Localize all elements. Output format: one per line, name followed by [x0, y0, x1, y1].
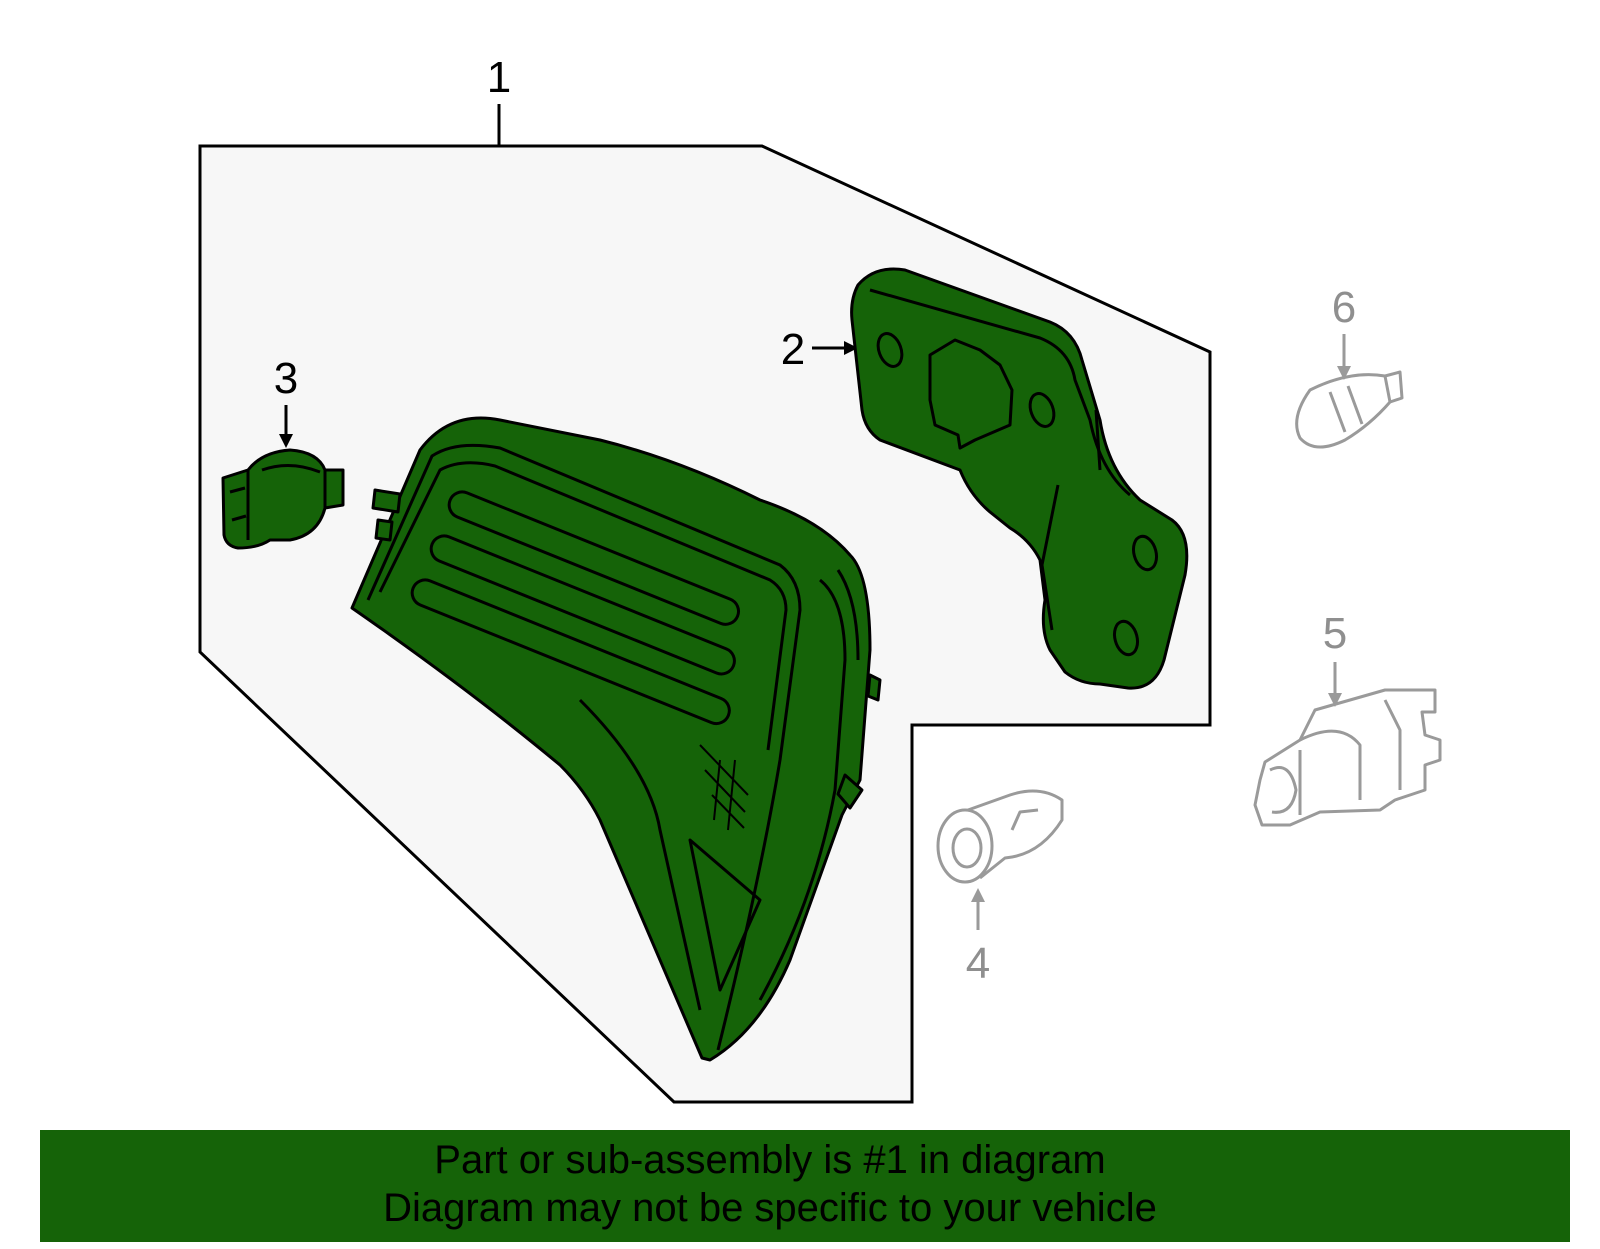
- callout-5: 5: [1323, 609, 1347, 658]
- callout-2: 2: [781, 325, 805, 374]
- wedge-bulb[interactable]: [1295, 370, 1404, 449]
- callout-2-arrow: [812, 341, 858, 355]
- callout-6-arrow: [1337, 334, 1351, 380]
- callout-4: 4: [966, 939, 990, 988]
- banner-line-part-note: Part or sub-assembly is #1 in diagram: [434, 1138, 1106, 1182]
- callout-3-arrow: [279, 405, 293, 448]
- callout-1: 1: [487, 53, 511, 102]
- tail-lamp-assembly[interactable]: [350, 416, 882, 1062]
- callout-3: 3: [274, 354, 298, 403]
- callout-6: 6: [1332, 283, 1356, 332]
- disclaimer-banner: Part or sub-assembly is #1 in diagram Di…: [40, 1130, 1570, 1242]
- bulb-socket[interactable]: [221, 448, 345, 550]
- lamp-gasket[interactable]: [850, 267, 1189, 690]
- grommet[interactable]: [936, 789, 1064, 884]
- socket[interactable]: [1253, 688, 1442, 827]
- callout-5-arrow: [1328, 662, 1342, 707]
- banner-line-vehicle-disclaimer: Diagram may not be specific to your vehi…: [383, 1186, 1157, 1230]
- callout-4-arrow: [971, 888, 985, 930]
